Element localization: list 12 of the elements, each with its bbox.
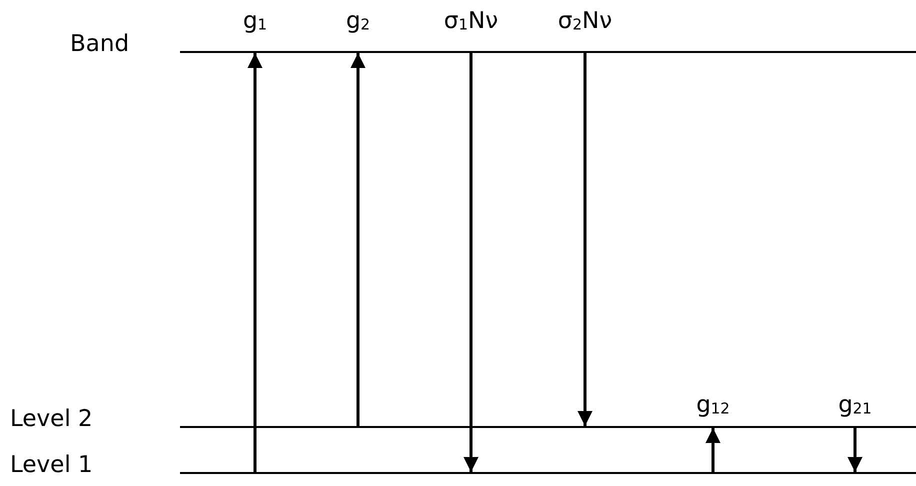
- energy-level-line: [180, 426, 916, 428]
- level-label: Band: [70, 33, 130, 56]
- arrow: [464, 53, 478, 472]
- arrow: [706, 428, 720, 472]
- arrow: [350, 53, 366, 426]
- level-label: Level 1: [10, 454, 93, 477]
- energy-level-line: [180, 51, 916, 53]
- arrow: [578, 53, 592, 426]
- level-label: Level 2: [10, 408, 93, 431]
- arrow: [848, 428, 862, 472]
- energy-level-line: [180, 472, 916, 474]
- arrow: [248, 53, 262, 472]
